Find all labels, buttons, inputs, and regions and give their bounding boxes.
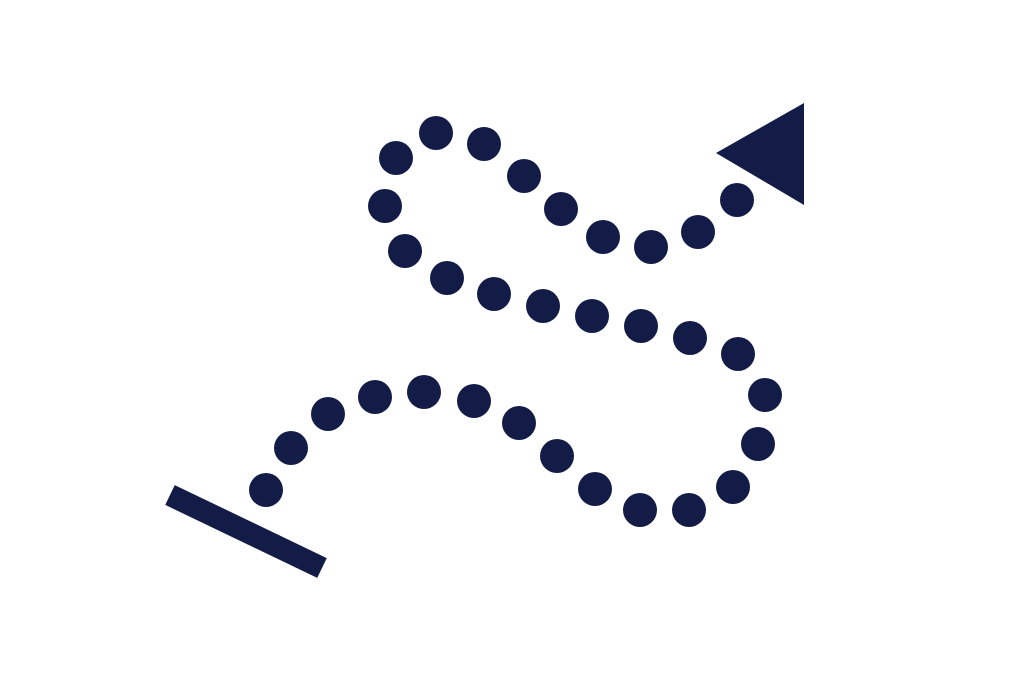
path-dot (274, 431, 308, 465)
path-dot (741, 427, 775, 461)
path-dot (748, 378, 782, 412)
path-dot (586, 220, 620, 254)
path-dot (624, 309, 658, 343)
path-dot (540, 439, 574, 473)
path-dot (502, 406, 536, 440)
path-dot (358, 380, 392, 414)
start-bar-icon (165, 485, 327, 578)
winding-dotted-path (165, 103, 804, 578)
path-dot (477, 277, 511, 311)
path-dot (457, 384, 491, 418)
path-dot (368, 189, 402, 223)
path-dot (673, 321, 707, 355)
path-dot (526, 289, 560, 323)
path-dot (544, 192, 578, 226)
path-dot (388, 234, 422, 268)
path-dot (623, 493, 657, 527)
path-dot (430, 261, 464, 295)
path-dot (721, 337, 755, 371)
path-dot (716, 470, 750, 504)
path-dot (407, 375, 441, 409)
path-dot (575, 299, 609, 333)
path-dot (507, 159, 541, 193)
path-dot (379, 141, 413, 175)
path-dot (419, 116, 453, 150)
arrowhead-icon (716, 103, 804, 205)
path-dot (578, 472, 612, 506)
path-dot (467, 127, 501, 161)
path-dot (720, 183, 754, 217)
path-dot (634, 230, 668, 264)
path-dot (672, 493, 706, 527)
path-dot (311, 397, 345, 431)
path-dot (249, 473, 283, 507)
path-dot (681, 215, 715, 249)
